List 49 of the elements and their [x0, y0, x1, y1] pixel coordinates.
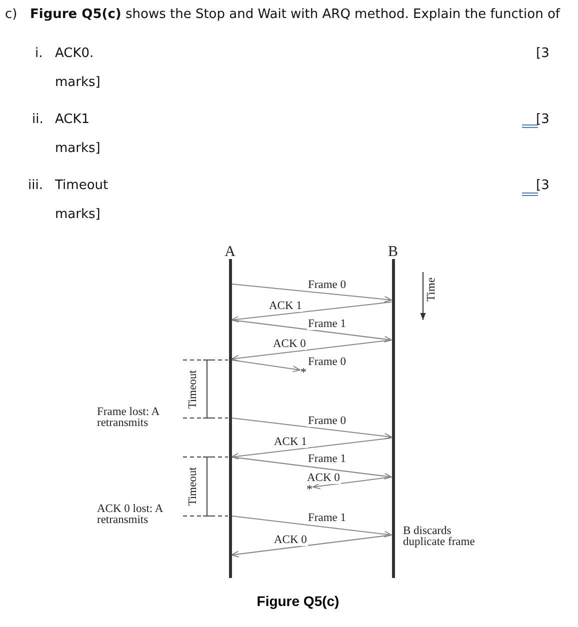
edge-label: Frame 0 [307, 415, 348, 427]
edge-label: Frame 1 [307, 512, 348, 524]
arrow [312, 476, 392, 490]
marks-text: [3 [536, 46, 550, 62]
annotation: ACK 0 lost: A retransmits [97, 504, 164, 526]
arrow [231, 360, 300, 372]
arrow [231, 516, 392, 538]
arrow [231, 418, 392, 440]
arrow [231, 534, 392, 558]
edge-label: ACK 1 [268, 300, 303, 312]
edge-label: Frame 0 [307, 356, 348, 368]
marks-text: [3 [536, 112, 550, 128]
edge-label: Frame 1 [307, 318, 348, 330]
edge-label: ACK 0 [306, 472, 341, 484]
annotation: B discards duplicate frame [403, 526, 476, 548]
edge-label: ACK 0 [272, 338, 307, 350]
marks-text: marks] [55, 75, 100, 91]
axis-label: Time [426, 278, 438, 302]
edge-label: Frame 1 [307, 453, 348, 465]
question-item: ACK0. [55, 46, 94, 62]
question-item: ACK1 [55, 112, 90, 128]
item-marker: c) [5, 7, 18, 23]
loss-mark: * [300, 367, 307, 377]
item-marker: ii. [32, 112, 44, 128]
edge-label: Frame 0 [307, 279, 348, 291]
annotation: Frame lost: A retransmits [97, 407, 160, 429]
arrow [231, 456, 392, 480]
endpoint-label: B [388, 245, 398, 259]
arrow [231, 340, 392, 362]
item-marker: iii. [28, 178, 43, 194]
question-item: Timeout [55, 178, 108, 194]
marks-text: [3 [536, 178, 550, 194]
marks-text: marks] [55, 207, 100, 223]
timeline [224, 245, 236, 578]
timeout-label: Timeout [188, 370, 199, 409]
edge-label: ACK 1 [273, 436, 308, 448]
timeline [387, 245, 399, 578]
endpoint-label: A [224, 245, 236, 259]
arrow [231, 438, 392, 460]
figure-caption: Figure Q5(c) [256, 593, 340, 609]
loss-mark: * [306, 484, 313, 494]
arrow [231, 320, 392, 342]
arrow [231, 302, 392, 322]
timeout-label: Timeout [188, 467, 199, 506]
edge-label: ACK 0 [273, 534, 308, 546]
item-marker: i. [35, 46, 43, 62]
question-text: Figure Q5(c) shows the Stop and Wait with ARQ method. Explain the function of [30, 7, 560, 23]
marks-text: marks] [55, 141, 100, 157]
arrow [231, 284, 392, 302]
